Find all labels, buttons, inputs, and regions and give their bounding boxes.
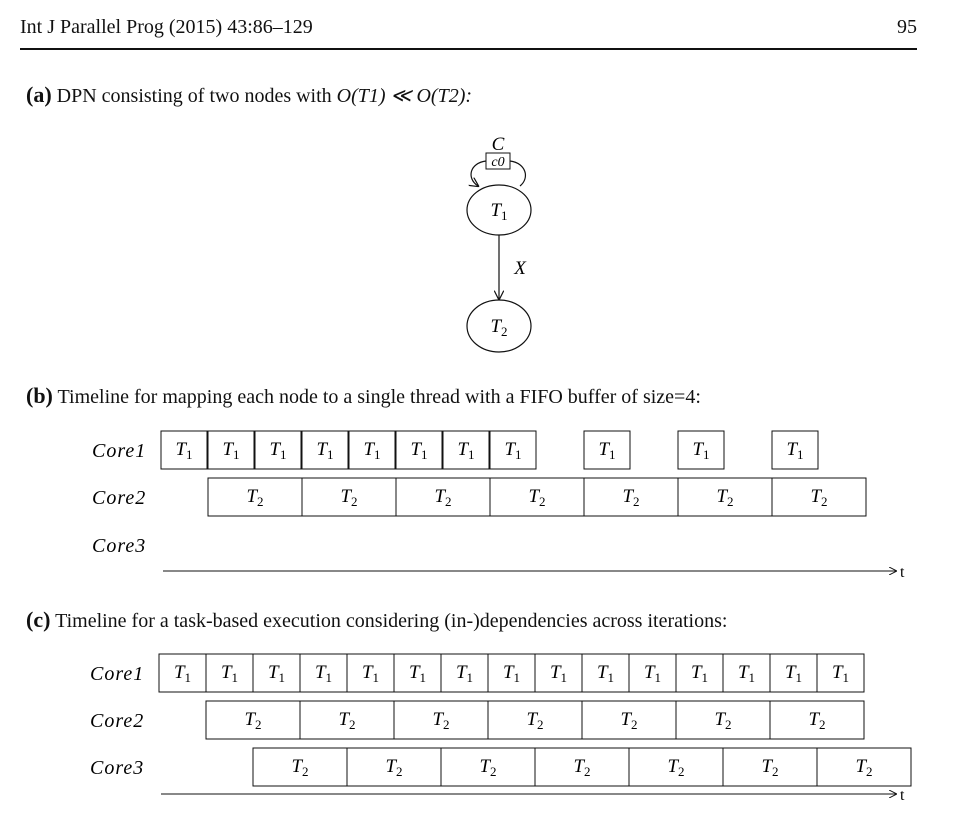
c-core1-task-13-label: T1 <box>738 662 755 685</box>
b-core1-task-9-label: T1 <box>598 439 615 462</box>
b-core1-task-8-label: T1 <box>504 439 521 462</box>
c-core2-task-1-label: T2 <box>244 709 261 732</box>
page-number: 95 <box>897 16 917 38</box>
b-core1-task-11-label: T1 <box>786 439 803 462</box>
b-core1-task-5-label: T1 <box>363 439 380 462</box>
c-core1-task-14-label: T1 <box>785 662 802 685</box>
c-core3-task-7 <box>816 747 912 787</box>
c-row-label-3: Core3 <box>90 757 144 779</box>
c-core3-task-6-label: T2 <box>761 756 778 779</box>
self-loop-out <box>509 160 527 187</box>
b-core1-task-3 <box>254 430 302 470</box>
b-core1-task-4-label: T1 <box>316 439 333 462</box>
caption-a: (a) DPN consisting of two nodes with O(T… <box>26 82 472 108</box>
c-core3-task-7-label: T2 <box>855 756 872 779</box>
c-core2-task-5-label: T2 <box>620 709 637 732</box>
node-t2 <box>466 299 532 353</box>
c-core2-task-7-label: T2 <box>808 709 825 732</box>
b-core1-task-3-label: T1 <box>269 439 286 462</box>
c-core1-task-1-label: T1 <box>174 662 191 685</box>
b-core2-task-7-label: T2 <box>810 486 827 509</box>
caption-b-label: (b) <box>26 383 53 408</box>
caption-c-label: (c) <box>26 607 51 632</box>
b-core1-task-6 <box>395 430 443 470</box>
b-core2-task-5-label: T2 <box>622 486 639 509</box>
b-core2-task-2-label: T2 <box>340 486 357 509</box>
channel-c-label: C <box>492 134 505 155</box>
c-core2-task-7 <box>769 700 865 740</box>
b-core1-task-10-label: T1 <box>692 439 709 462</box>
b-core1-task-2-label: T1 <box>222 439 239 462</box>
c-core1-task-5-label: T1 <box>362 662 379 685</box>
c-core1-task-12-label: T1 <box>691 662 708 685</box>
c-core1-task-15 <box>816 653 865 693</box>
c-core2-task-6-label: T2 <box>714 709 731 732</box>
b-core2-task-7 <box>771 477 867 517</box>
b-core1-task-10 <box>677 430 725 470</box>
c-core1-task-9-label: T1 <box>550 662 567 685</box>
b-row-label-2: Core2 <box>92 487 146 509</box>
edge-x-label: X <box>513 258 527 279</box>
b-core2-task-6-label: T2 <box>716 486 733 509</box>
b-core1-task-8 <box>489 430 537 470</box>
c-core3-task-3-label: T2 <box>479 756 496 779</box>
caption-b: (b) Timeline for mapping each node to a … <box>26 383 701 409</box>
b-row-label-1: Core1 <box>92 440 146 462</box>
c-core3-task-4-label: T2 <box>573 756 590 779</box>
b-core1-task-4 <box>301 430 349 470</box>
page-header: Int J Parallel Prog (2015) 43:86–129 95 <box>20 14 917 50</box>
node-t2-label: T2 <box>490 316 507 339</box>
b-core2-task-1-label: T2 <box>246 486 263 509</box>
c-core1-task-6-label: T1 <box>409 662 426 685</box>
c-core2-task-2-label: T2 <box>338 709 355 732</box>
caption-c-text: Timeline for a task-based execution cons… <box>55 610 728 632</box>
b-core1-task-2 <box>207 430 255 470</box>
caption-a-text: DPN consisting of two nodes with <box>56 85 332 107</box>
c-row-label-1: Core1 <box>90 663 144 685</box>
b-core2-task-3-label: T2 <box>434 486 451 509</box>
caption-b-text: Timeline for mapping each node to a sing… <box>57 386 701 408</box>
c-core1-task-11-label: T1 <box>644 662 661 685</box>
c-core1-task-8-label: T1 <box>503 662 520 685</box>
c-core1-task-10-label: T1 <box>597 662 614 685</box>
c-row-label-2: Core2 <box>90 710 144 732</box>
caption-a-math: O(T1) ≪ O(T2): <box>336 85 473 107</box>
journal-citation: Int J Parallel Prog (2015) 43:86–129 <box>20 16 313 38</box>
b-core1-task-6-label: T1 <box>410 439 427 462</box>
caption-c: (c) Timeline for a task-based execution … <box>26 607 727 633</box>
b-core1-task-11 <box>771 430 819 470</box>
b-core1-task-1-label: T1 <box>175 439 192 462</box>
c-core1-task-4-label: T1 <box>315 662 332 685</box>
c-core3-task-1-label: T2 <box>291 756 308 779</box>
c-time-axis-label: t <box>900 787 905 804</box>
b-core1-task-7-label: T1 <box>457 439 474 462</box>
b-row-label-3: Core3 <box>92 535 146 557</box>
c-core1-task-7-label: T1 <box>456 662 473 685</box>
c-core2-task-3-label: T2 <box>432 709 449 732</box>
b-core2-task-4-label: T2 <box>528 486 545 509</box>
c-core1-task-3-label: T1 <box>268 662 285 685</box>
b-core1-task-9 <box>583 430 631 470</box>
b-core1-task-7 <box>442 430 490 470</box>
self-loop-in <box>471 160 487 186</box>
c-core3-task-2-label: T2 <box>385 756 402 779</box>
b-core1-task-1 <box>160 430 208 470</box>
caption-a-label: (a) <box>26 82 52 107</box>
channel-c-token: c0 <box>491 155 504 170</box>
c-core2-task-4-label: T2 <box>526 709 543 732</box>
b-core1-task-5 <box>348 430 396 470</box>
node-t1-label: T1 <box>490 200 507 223</box>
c-core1-task-15-label: T1 <box>832 662 849 685</box>
b-time-axis-label: t <box>900 564 905 581</box>
c-core1-task-2-label: T1 <box>221 662 238 685</box>
c-core3-task-5-label: T2 <box>667 756 684 779</box>
